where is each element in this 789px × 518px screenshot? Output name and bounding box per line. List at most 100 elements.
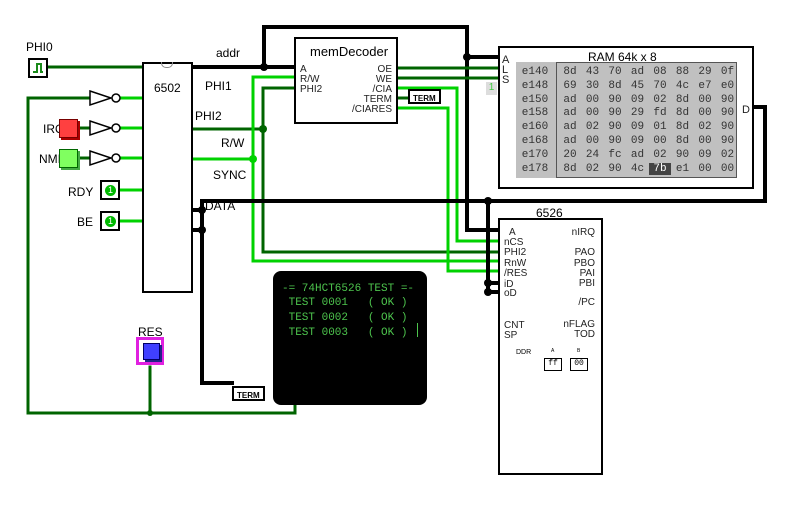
ram-byte[interactable]: 90 — [720, 121, 735, 134]
ram-byte[interactable]: 45 — [630, 79, 645, 92]
ram-byte[interactable]: 02 — [720, 148, 735, 161]
ram-byte[interactable]: 02 — [585, 121, 600, 134]
cia-pin-left: /RES — [504, 268, 528, 279]
ram-byte[interactable]: 8d — [608, 79, 622, 92]
res-button[interactable] — [136, 337, 164, 365]
ram-byte[interactable]: e0 — [720, 79, 735, 92]
cia-pin-left: PHI2 — [504, 247, 527, 258]
ram-byte[interactable]: 29 — [630, 107, 645, 120]
ram-byte[interactable]: 90 — [608, 93, 622, 106]
ram-byte[interactable]: 90 — [675, 148, 690, 161]
ram-byte[interactable]: 00 — [720, 162, 735, 175]
ram-byte[interactable]: 69 — [563, 79, 577, 92]
ram-byte[interactable]: 8d — [675, 135, 690, 147]
wire-res-in — [118, 96, 144, 223]
ram-byte[interactable]: 43 — [585, 66, 600, 78]
ram-byte[interactable]: ad — [563, 107, 577, 120]
ram-byte[interactable]: ad — [630, 148, 645, 161]
cia-title: 6526 — [536, 206, 563, 220]
cia-pin-right: PBI — [578, 278, 595, 289]
ram-byte[interactable]: fd — [653, 107, 667, 120]
ram-byte[interactable]: 09 — [630, 121, 645, 134]
ram-byte[interactable]: 7b — [649, 162, 671, 175]
ram-byte[interactable]: 08 — [653, 66, 667, 78]
ram-byte[interactable]: 00 — [698, 107, 712, 120]
ram-byte[interactable]: 4c — [630, 162, 645, 175]
ram-byte[interactable]: ad — [630, 66, 645, 78]
ram-byte[interactable]: 24 — [585, 148, 600, 161]
ram-byte[interactable]: 29 — [698, 66, 712, 78]
ram-byte[interactable]: 01 — [653, 121, 667, 134]
ram-byte[interactable]: 70 — [653, 79, 667, 92]
md-pin-phi2: PHI2 — [300, 84, 323, 95]
ram-byte[interactable]: 90 — [608, 135, 622, 147]
ram-byte[interactable]: 30 — [585, 79, 600, 92]
term-tag: TERM — [408, 89, 441, 104]
ram-byte[interactable]: 4c — [675, 79, 690, 92]
ram-byte[interactable]: 02 — [698, 121, 712, 134]
res-label: RES — [138, 325, 163, 339]
md-pin-oe: OE — [377, 64, 392, 75]
ram-byte[interactable]: e1 — [675, 162, 690, 175]
ram-byte[interactable]: ad — [563, 93, 577, 106]
ram-byte[interactable]: 8d — [675, 121, 690, 134]
rdy-pin[interactable]: 1 — [100, 180, 120, 200]
ram-byte[interactable]: ad — [563, 135, 577, 147]
ram-byte[interactable]: 00 — [698, 135, 712, 147]
ram-byte[interactable]: 8d — [563, 162, 577, 175]
be-value: 1 — [105, 216, 116, 227]
ram-byte[interactable]: 90 — [720, 107, 735, 120]
ram-byte[interactable]: 00 — [585, 135, 600, 147]
ram-byte[interactable]: 09 — [630, 93, 645, 106]
rdy-label: RDY — [68, 185, 94, 199]
ram-byte[interactable]: 02 — [653, 148, 667, 161]
cia-pin-right: nIRQ — [571, 227, 595, 238]
ram-byte[interactable]: 8d — [675, 93, 690, 106]
ram-byte[interactable]: ad — [563, 121, 577, 134]
ram-byte[interactable]: 90 — [608, 107, 622, 120]
cpu-pin-phi1: PHI1 — [205, 79, 232, 93]
ram-byte[interactable]: 88 — [675, 66, 690, 78]
ram-byte[interactable]: 09 — [698, 148, 712, 161]
cia-pin-right: nFLAG — [563, 319, 595, 330]
ram-byte[interactable]: 90 — [720, 135, 735, 147]
ram-byte[interactable]: 8d — [563, 66, 577, 78]
cia-pin-right: PAI — [579, 268, 595, 279]
terminal-line: TEST 0002 ( OK ) — [282, 312, 408, 324]
ram-row-address: e150 — [521, 93, 549, 106]
ram-byte[interactable]: 90 — [720, 93, 735, 106]
clock-source[interactable] — [28, 58, 48, 78]
ram-byte[interactable]: 00 — [585, 107, 600, 120]
irq-button[interactable] — [59, 119, 78, 138]
ram-byte[interactable]: 02 — [585, 162, 600, 175]
ram-byte[interactable]: fc — [608, 148, 622, 161]
terminal-term-tag: TERM — [232, 386, 265, 401]
ram-byte[interactable]: 90 — [608, 121, 622, 134]
ram-byte[interactable]: 70 — [608, 66, 622, 78]
ram-byte[interactable]: e7 — [698, 79, 712, 92]
ram-byte[interactable]: 02 — [653, 93, 667, 106]
ram-pin-s: S — [502, 74, 510, 86]
inverter-icon — [89, 89, 114, 107]
nmi-button[interactable] — [59, 149, 78, 168]
ram-byte[interactable]: 00 — [585, 93, 600, 106]
clock-icon — [33, 63, 43, 73]
terminal[interactable]: -= 74HCT6526 TEST =- TEST 0001 ( OK ) TE… — [273, 271, 427, 405]
ram-byte[interactable]: 00 — [698, 162, 712, 175]
cpu-pin-sync: SYNC — [213, 168, 247, 182]
be-pin[interactable]: 1 — [100, 211, 120, 231]
ram-byte[interactable]: 00 — [698, 93, 712, 106]
be-label: BE — [77, 215, 94, 229]
ram-byte[interactable]: 0f — [720, 66, 735, 78]
ram-row: e178 8d 02 90 4c 7b e1 00 00 — [516, 162, 737, 176]
ram-byte[interactable]: 09 — [630, 135, 645, 147]
ram-byte[interactable]: 8d — [675, 107, 690, 120]
ram-byte[interactable]: 00 — [653, 135, 667, 147]
ram-row-address: e178 — [521, 162, 549, 175]
ram-byte[interactable]: 90 — [608, 162, 622, 175]
ram-byte[interactable]: 20 — [563, 148, 577, 161]
clock-label: PHI0 — [26, 40, 53, 54]
